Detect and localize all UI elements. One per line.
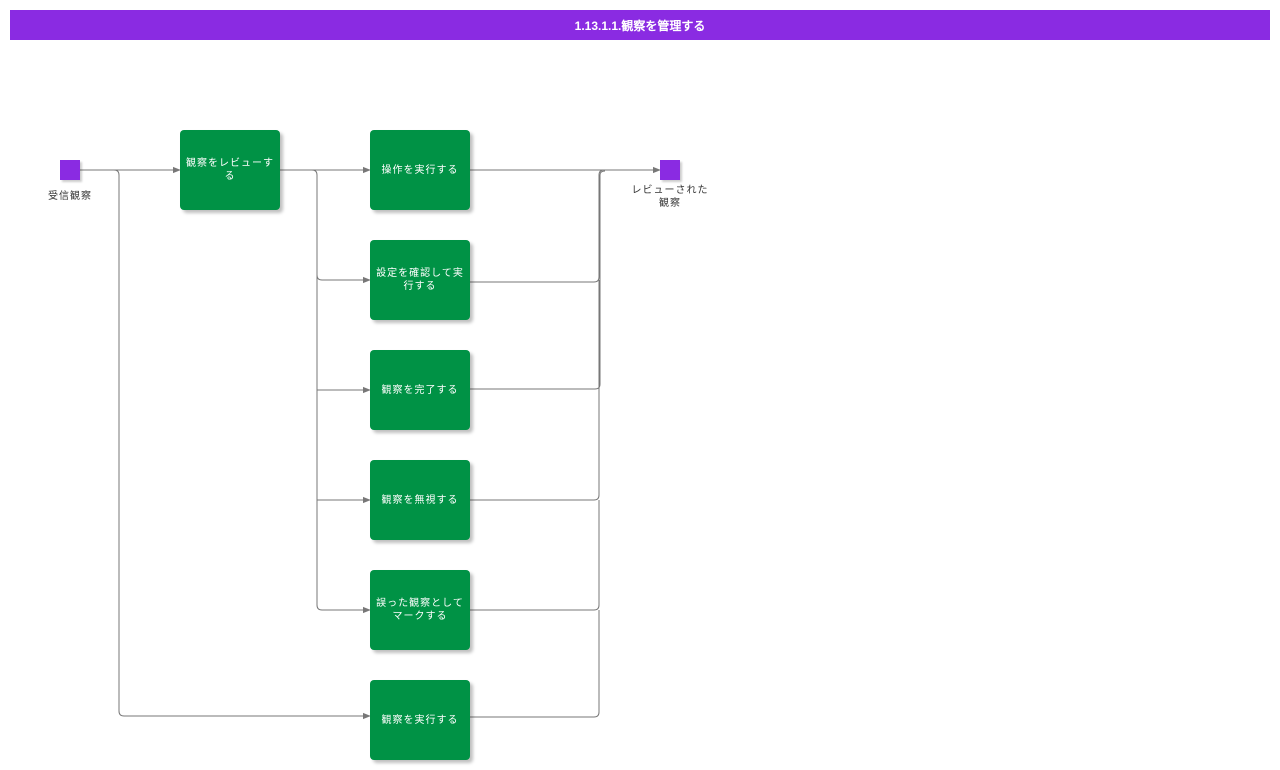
process-confirm-settings-and-execute[interactable]: 設定を確認して実行する (370, 240, 470, 320)
edge-review-to-complete (316, 275, 371, 394)
process-execute-operation[interactable]: 操作を実行する (370, 130, 470, 210)
start-event-label: 受信観察 (48, 191, 92, 202)
edge-review-to-ignore (316, 390, 371, 504)
process-label: 観察を完了する (381, 384, 459, 396)
start-event[interactable] (60, 160, 80, 180)
edge-start-to-perform (80, 169, 371, 720)
edge-review-to-confirm (280, 169, 371, 284)
process-label: 設定を確認して実行する (376, 268, 464, 292)
edge-ignore-to-end (470, 280, 600, 501)
process-label: 観察をレビューする (186, 158, 274, 182)
diagram-title: 1.13.1.1.観察を管理する (10, 10, 1270, 40)
process-mark-wrong-observation[interactable]: 誤った観察としてマークする (370, 570, 470, 650)
process-label: 誤った観察としてマークする (376, 598, 464, 622)
process-label: 観察を実行する (381, 714, 459, 726)
edge-perform-to-end (470, 610, 600, 718)
edge-review-to-mark-wrong (316, 500, 371, 614)
edge-confirm-to-end (470, 169, 605, 283)
process-label: 操作を実行する (381, 164, 459, 176)
process-label: 観察を無視する (381, 494, 459, 506)
process-ignore-observation[interactable]: 観察を無視する (370, 460, 470, 540)
end-event[interactable] (660, 160, 680, 180)
end-event-label: レビューされた観察 (631, 185, 709, 209)
edge-complete-to-end (470, 170, 606, 390)
process-review-observation[interactable]: 観察をレビューする (180, 130, 280, 210)
process-complete-observation[interactable]: 観察を完了する (370, 350, 470, 430)
edge-mark-wrong-to-end (470, 500, 600, 611)
process-perform-observation[interactable]: 観察を実行する (370, 680, 470, 760)
